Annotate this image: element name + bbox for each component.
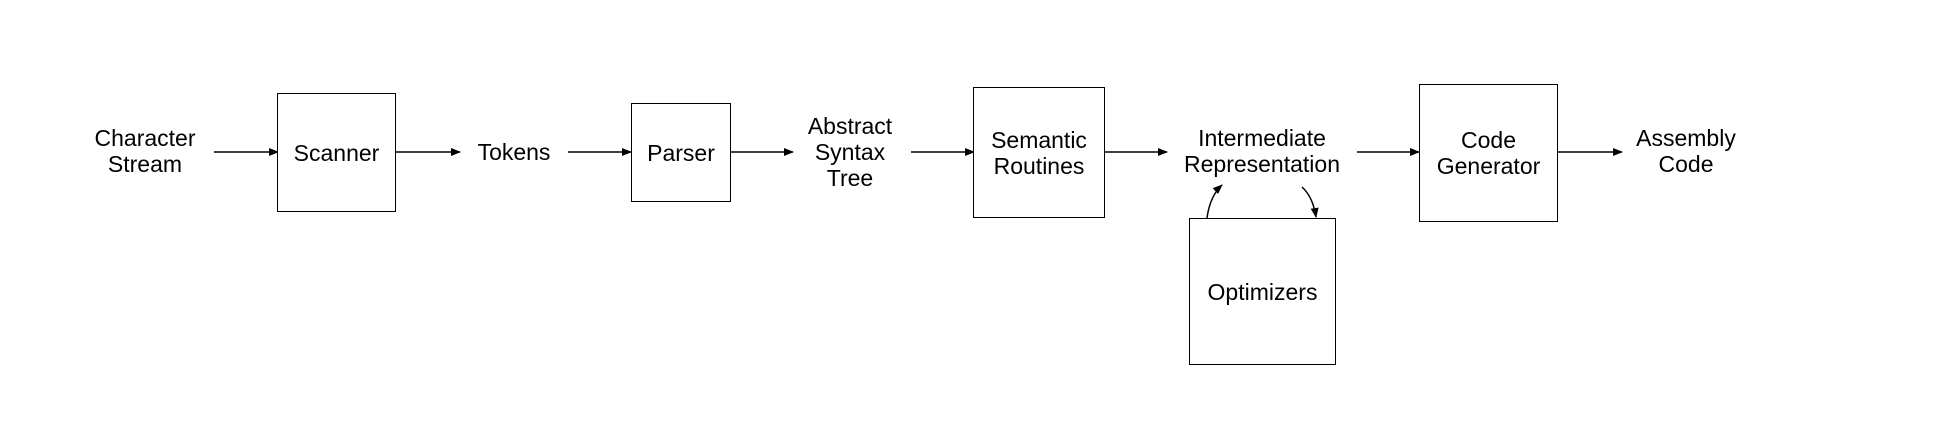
node-assembly-code-line2: Code — [1658, 151, 1714, 177]
node-code-generator-line2: Generator — [1436, 153, 1541, 179]
node-optimizers: Optimizers — [1189, 218, 1336, 365]
node-code-generator-line1: Code — [1461, 127, 1516, 153]
node-assembly-code: Assembly Code — [1624, 122, 1748, 180]
node-semantic-routines: Semantic Routines — [973, 87, 1105, 218]
node-parser-label: Parser — [647, 139, 715, 166]
node-scanner-label: Scanner — [293, 139, 380, 166]
node-character-stream-line2: Stream — [107, 151, 183, 177]
node-parser: Parser — [631, 103, 731, 202]
node-semantic-routines-line1: Semantic — [991, 126, 1087, 153]
node-ir-line2: Representation — [1184, 151, 1340, 177]
node-intermediate-representation: Intermediate Representation — [1170, 122, 1354, 180]
node-character-stream-line1: Character — [94, 125, 196, 151]
node-character-stream: Character Stream — [80, 122, 210, 180]
node-ast-line3: Tree — [826, 165, 874, 191]
node-tokens-label: Tokens — [477, 139, 551, 165]
node-ast-line2: Syntax — [814, 139, 886, 165]
node-ir-line1: Intermediate — [1198, 125, 1326, 151]
arrow-ir-to-optimizers — [1301, 186, 1319, 218]
node-code-generator: Code Generator — [1419, 84, 1558, 222]
node-tokens: Tokens — [462, 136, 566, 168]
node-abstract-syntax-tree: Abstract Syntax Tree — [795, 111, 905, 193]
arrow-optimizers-to-ir — [1206, 184, 1223, 219]
node-assembly-code-line1: Assembly — [1636, 125, 1736, 151]
node-scanner: Scanner — [277, 93, 396, 212]
node-optimizers-label: Optimizers — [1207, 278, 1318, 305]
node-ast-line1: Abstract — [807, 113, 893, 139]
node-semantic-routines-line2: Routines — [993, 152, 1085, 179]
